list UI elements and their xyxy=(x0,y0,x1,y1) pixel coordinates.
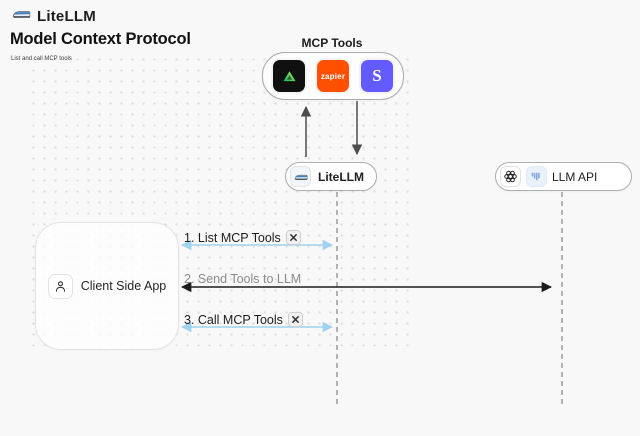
zapier-wordmark: zapier xyxy=(320,71,346,81)
green-triangle-tool-icon xyxy=(273,60,305,92)
stripe-letter: S xyxy=(372,66,382,85)
litellm-brand: LiteLLM xyxy=(12,7,96,26)
person-icon xyxy=(47,273,73,299)
litellm-node-train-icon xyxy=(290,166,311,187)
openai-icon xyxy=(500,166,521,187)
litellm-train-icon xyxy=(12,7,31,26)
step-1-label: 1. List MCP Tools xyxy=(184,230,281,245)
litellm-node-label: LiteLLM xyxy=(318,169,364,184)
brand-name: LiteLLM xyxy=(37,8,96,25)
llm-provider-icon xyxy=(526,166,547,187)
tools-badge-icon xyxy=(287,312,303,327)
tools-badge-icon xyxy=(285,230,301,245)
litellm-node: LiteLLM xyxy=(285,162,377,191)
zapier-icon: zapier xyxy=(317,60,349,92)
page-subtitle: List and call MCP tools xyxy=(11,56,72,62)
stripe-icon: S xyxy=(361,60,393,92)
mcp-tools-label: MCP Tools xyxy=(301,36,363,50)
step-3-call-mcp-tools: 3. Call MCP Tools xyxy=(184,312,303,327)
step-3-label: 3. Call MCP Tools xyxy=(184,312,283,327)
step-1-list-mcp-tools: 1. List MCP Tools xyxy=(184,230,301,245)
step-2-label: 2. Send Tools to LLM xyxy=(184,272,302,286)
llm-api-node-label: LLM API xyxy=(552,169,598,184)
client-side-app-node: Client Side App xyxy=(35,222,179,350)
page-title: Model Context Protocol xyxy=(10,30,191,48)
llm-api-node: LLM API xyxy=(495,162,632,191)
client-node-label: Client Side App xyxy=(80,279,167,293)
step-2-send-tools-to-llm: 2. Send Tools to LLM xyxy=(184,272,301,286)
mcp-tools-container: zapier S xyxy=(262,52,404,100)
